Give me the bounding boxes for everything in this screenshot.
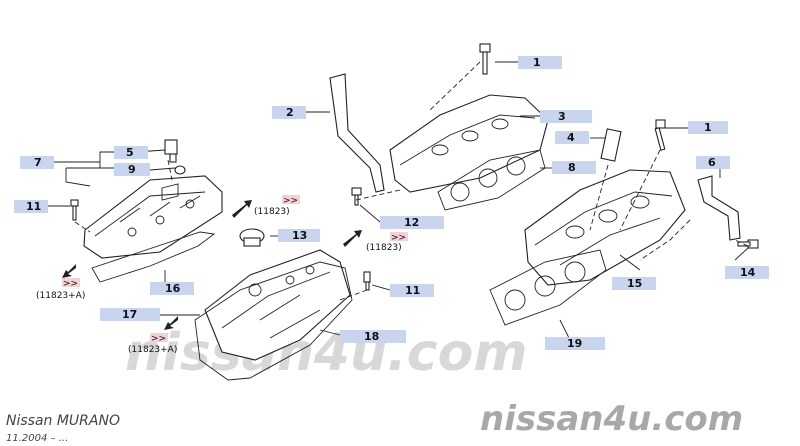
svg-text:11: 11 — [26, 200, 41, 213]
leader-lines — [48, 61, 749, 341]
svg-text:3: 3 — [558, 110, 566, 123]
watermark-center: nissan4u.com — [125, 323, 528, 383]
svg-text:8: 8 — [568, 161, 576, 174]
callout-12[interactable]: 12 — [380, 216, 444, 229]
ref-note-1: (11823) — [254, 207, 290, 217]
callout-1-top[interactable]: 1 — [518, 56, 562, 69]
callout-9[interactable]: 9 — [114, 163, 150, 176]
rocker-cover-center — [204, 249, 351, 361]
callout-18[interactable]: 18 — [340, 330, 406, 343]
rocker-gasket-center — [194, 261, 353, 381]
watermark-corner: nissan4u.com — [480, 399, 743, 439]
svg-text:17: 17 — [122, 308, 137, 321]
callout-14[interactable]: 14 — [725, 266, 769, 279]
footer-brand: Nissan MURANO — [6, 413, 120, 429]
bolt-11-center — [363, 271, 371, 291]
svg-text:14: 14 — [740, 266, 756, 279]
svg-text:7: 7 — [34, 156, 42, 169]
bracket-2 — [329, 73, 385, 193]
head-gasket-right — [489, 249, 607, 326]
rocker-cover-left — [83, 175, 223, 259]
bolt-14 — [737, 239, 759, 249]
rocker-gasket-left — [91, 231, 216, 283]
callout-8[interactable]: 8 — [552, 161, 596, 174]
svg-text:13: 13 — [292, 229, 307, 242]
footer-date: 11.2004 – ... — [6, 433, 68, 444]
callout-17[interactable]: 17 — [100, 308, 160, 321]
callout-16[interactable]: 16 — [150, 282, 194, 295]
svg-text:9: 9 — [128, 163, 136, 176]
svg-text:4: 4 — [567, 131, 575, 144]
ref-marker-3 — [62, 278, 80, 287]
pcv-valve-part — [164, 139, 178, 163]
oil-cap-13 — [239, 228, 265, 247]
ref-marker-4 — [150, 333, 168, 342]
callout-2[interactable]: 2 — [272, 106, 306, 119]
svg-text:15: 15 — [627, 277, 642, 290]
ref-marker-1 — [282, 195, 300, 204]
callout-11-center[interactable]: 11 — [390, 284, 434, 297]
svg-text:2: 2 — [286, 106, 294, 119]
svg-text:1: 1 — [533, 56, 541, 69]
ref-chevron-4: >> — [151, 334, 166, 344]
bolt-11-left — [70, 199, 79, 221]
callout-6[interactable]: 6 — [696, 156, 730, 169]
ref-chevron-3: >> — [63, 279, 78, 289]
callout-5[interactable]: 5 — [114, 146, 148, 159]
callout-labels: 1 2 3 4 1 5 6 7 — [14, 56, 769, 350]
callout-15[interactable]: 15 — [612, 277, 656, 290]
callout-4[interactable]: 4 — [555, 131, 589, 144]
svg-text:16: 16 — [165, 282, 181, 295]
callout-19[interactable]: 19 — [545, 337, 605, 350]
ref-note-4: (11823+A) — [128, 345, 177, 355]
callout-7[interactable]: 7 — [20, 156, 54, 169]
ref-chevron-1: >> — [283, 196, 298, 206]
assembly-lines — [74, 61, 749, 301]
bolt-1-top — [479, 43, 491, 75]
svg-text:6: 6 — [708, 156, 716, 169]
callout-11-left[interactable]: 11 — [14, 200, 48, 213]
svg-text:19: 19 — [567, 337, 582, 350]
ref-note-2: (11823) — [366, 243, 402, 253]
ref-note-3: (11823+A) — [36, 291, 85, 301]
flow-arrows — [62, 200, 362, 330]
bolt-1-right — [654, 119, 666, 151]
callout-3[interactable]: 3 — [540, 110, 592, 123]
svg-text:11: 11 — [405, 284, 420, 297]
bolt-12 — [351, 187, 362, 206]
callout-13[interactable]: 13 — [278, 229, 320, 242]
ref-chevron-2: >> — [391, 233, 406, 243]
svg-text:12: 12 — [404, 216, 419, 229]
svg-text:18: 18 — [364, 330, 379, 343]
ref-notes: >> (11823) >> (11823) >> (11823+A) >> (1… — [36, 195, 408, 355]
ref-marker-2 — [390, 232, 408, 241]
callout-1-right[interactable]: 1 — [688, 121, 728, 134]
sleeve-4 — [600, 128, 622, 162]
svg-text:1: 1 — [704, 121, 712, 134]
cylinder-head-top — [389, 94, 549, 193]
oil-filler-small-part — [174, 165, 186, 175]
svg-text:5: 5 — [126, 146, 134, 159]
bracket-6 — [697, 175, 741, 241]
